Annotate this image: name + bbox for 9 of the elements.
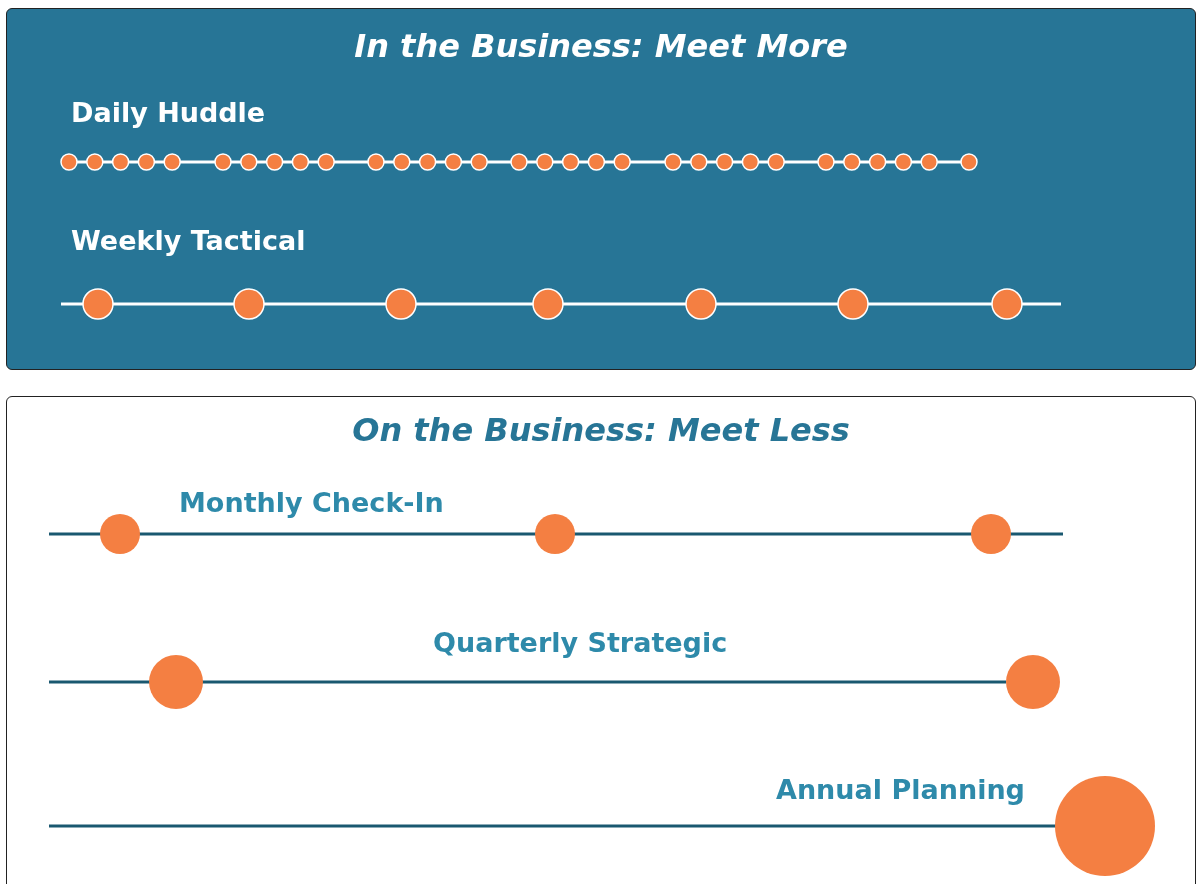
panel-title: In the Business: Meet More xyxy=(353,27,849,65)
panel xyxy=(6,396,1196,884)
row-label: Daily Huddle xyxy=(71,97,266,128)
panel-title: On the Business: Meet Less xyxy=(351,411,851,449)
panel xyxy=(6,8,1196,370)
row-label: Quarterly Strategic xyxy=(433,627,728,658)
row-label: Monthly Check-In xyxy=(179,487,444,518)
row-label: Annual Planning xyxy=(776,774,1025,805)
row-label: Weekly Tactical xyxy=(71,225,306,256)
